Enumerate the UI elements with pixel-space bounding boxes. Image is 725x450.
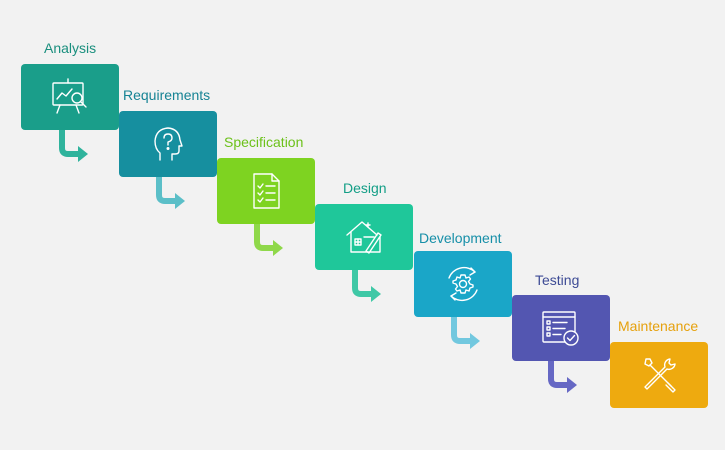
step-box-specification bbox=[217, 158, 315, 224]
gear-cycle-icon bbox=[448, 266, 478, 302]
step-box-requirements bbox=[119, 111, 217, 177]
step-box-design bbox=[315, 204, 413, 270]
step-label-design: Design bbox=[343, 180, 387, 196]
house-blueprint-icon bbox=[346, 221, 382, 254]
arrow-down-right-1 bbox=[59, 130, 88, 162]
arrow-down-right-2 bbox=[156, 177, 185, 209]
step-box-development bbox=[414, 251, 512, 317]
arrow-down-right-5 bbox=[451, 317, 480, 349]
document-checklist-icon bbox=[253, 173, 280, 209]
step-box-testing bbox=[512, 295, 610, 361]
wrench-screwdriver-icon bbox=[644, 358, 676, 393]
step-box-analysis bbox=[21, 64, 119, 130]
step-box-maintenance bbox=[610, 342, 708, 408]
chart-analysis-icon bbox=[52, 78, 87, 114]
head-question-icon bbox=[154, 127, 183, 161]
step-label-development: Development bbox=[419, 230, 502, 246]
step-label-requirements: Requirements bbox=[123, 87, 211, 103]
step-label-maintenance: Maintenance bbox=[618, 318, 699, 334]
checklist-check-icon bbox=[542, 311, 579, 346]
step-label-specification: Specification bbox=[224, 134, 304, 150]
arrow-down-right-6 bbox=[548, 361, 577, 393]
step-label-analysis: Analysis bbox=[44, 40, 97, 56]
arrow-down-right-4 bbox=[352, 270, 381, 302]
step-label-testing: Testing bbox=[535, 272, 580, 288]
arrow-down-right-3 bbox=[254, 224, 283, 256]
